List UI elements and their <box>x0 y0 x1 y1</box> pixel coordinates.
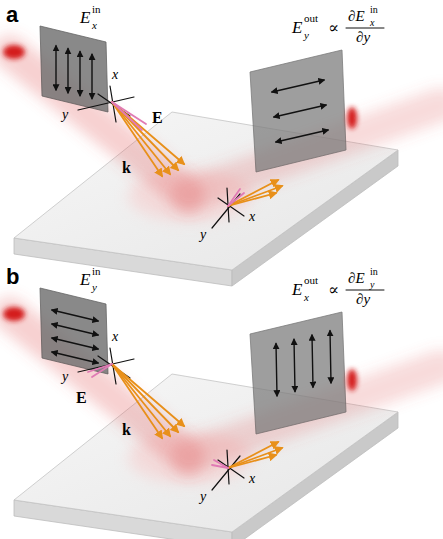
field-vector <box>212 465 228 468</box>
derivative-numerator: ∂E <box>348 271 365 286</box>
derivative-denominator: ∂y <box>356 292 370 307</box>
panel-letter: a <box>6 4 18 26</box>
subscript: x <box>92 20 97 31</box>
input-polarizer <box>40 288 108 374</box>
polarization-arrow <box>312 335 313 387</box>
polarization-arrow <box>52 324 98 335</box>
vector-label: k <box>122 422 131 438</box>
axis-label: y <box>200 490 206 504</box>
polarization-arrow <box>55 46 56 90</box>
subscript: x <box>304 292 309 303</box>
field-symbol: E <box>292 281 302 298</box>
axis-label: x <box>249 472 255 486</box>
polarization-arrow <box>52 352 98 363</box>
superscript: in <box>370 5 378 15</box>
axis-label: y <box>62 370 68 384</box>
wavevector-arrow <box>228 455 276 468</box>
operator: ∝ <box>328 282 339 298</box>
axis-label: x <box>112 330 118 344</box>
output-beam-spot <box>347 107 357 129</box>
axis-label: y <box>62 108 68 122</box>
vector-label: k <box>122 160 131 176</box>
wavevector-arrow <box>228 442 278 468</box>
wavevector-arrow <box>228 186 282 206</box>
field-symbol: E <box>80 9 90 26</box>
input-polarizer <box>40 26 108 112</box>
output-beam-spot <box>347 369 357 391</box>
superscript: in <box>92 266 101 277</box>
derivative-denominator: ∂y <box>356 30 370 45</box>
field-symbol: E <box>80 271 90 288</box>
polarization-arrow <box>294 339 295 391</box>
polarization-arrow <box>91 54 92 98</box>
polarization-arrow <box>276 130 328 142</box>
subscript: y <box>370 280 374 290</box>
axis-label: x <box>112 68 118 82</box>
panel-illustration <box>3 26 440 286</box>
panel-letter: b <box>6 266 19 288</box>
field-vector <box>112 102 146 124</box>
polarization-arrow <box>52 338 98 349</box>
subscript: y <box>92 282 97 293</box>
wavevector-arrow <box>228 180 278 206</box>
field-vector <box>228 189 240 206</box>
wavevector-arrow <box>112 102 178 170</box>
derivative-numerator: ∂E <box>348 9 365 24</box>
field-vector <box>92 364 112 377</box>
vector-label: E <box>152 110 163 126</box>
superscript: out <box>304 13 318 24</box>
fraction-bar <box>346 290 384 291</box>
output-polarizer <box>250 312 346 434</box>
polarization-arrow <box>52 310 98 321</box>
wavevector-arrow <box>228 448 282 468</box>
input-beam-spot <box>3 45 25 59</box>
fraction-bar <box>346 28 384 29</box>
subscript: y <box>304 30 309 41</box>
axis-label: y <box>200 228 206 242</box>
polarization-arrow <box>276 344 277 396</box>
polarization-arrow <box>330 331 331 383</box>
subscript: x <box>370 18 374 28</box>
panel-illustration <box>3 288 440 539</box>
axis-label: x <box>249 210 255 224</box>
operator: ∝ <box>328 20 339 36</box>
polarization-arrow <box>274 105 326 117</box>
wavevector-arrow <box>112 102 184 164</box>
field-symbol: E <box>292 19 302 36</box>
wavevector-arrow <box>112 364 170 436</box>
superscript: in <box>370 267 378 277</box>
input-beam-spot <box>3 307 25 321</box>
superscript: in <box>92 4 101 15</box>
field-vector <box>112 102 142 130</box>
polarization-arrow <box>272 80 324 92</box>
polarization-arrow <box>79 52 80 96</box>
polarization-arrow <box>67 49 68 93</box>
vector-label: E <box>76 390 87 406</box>
wavevector-arrow <box>112 364 178 432</box>
superscript: out <box>304 275 318 286</box>
wavevector-arrow <box>112 364 184 426</box>
wavevector-arrow <box>112 102 170 174</box>
output-polarizer <box>250 50 346 172</box>
